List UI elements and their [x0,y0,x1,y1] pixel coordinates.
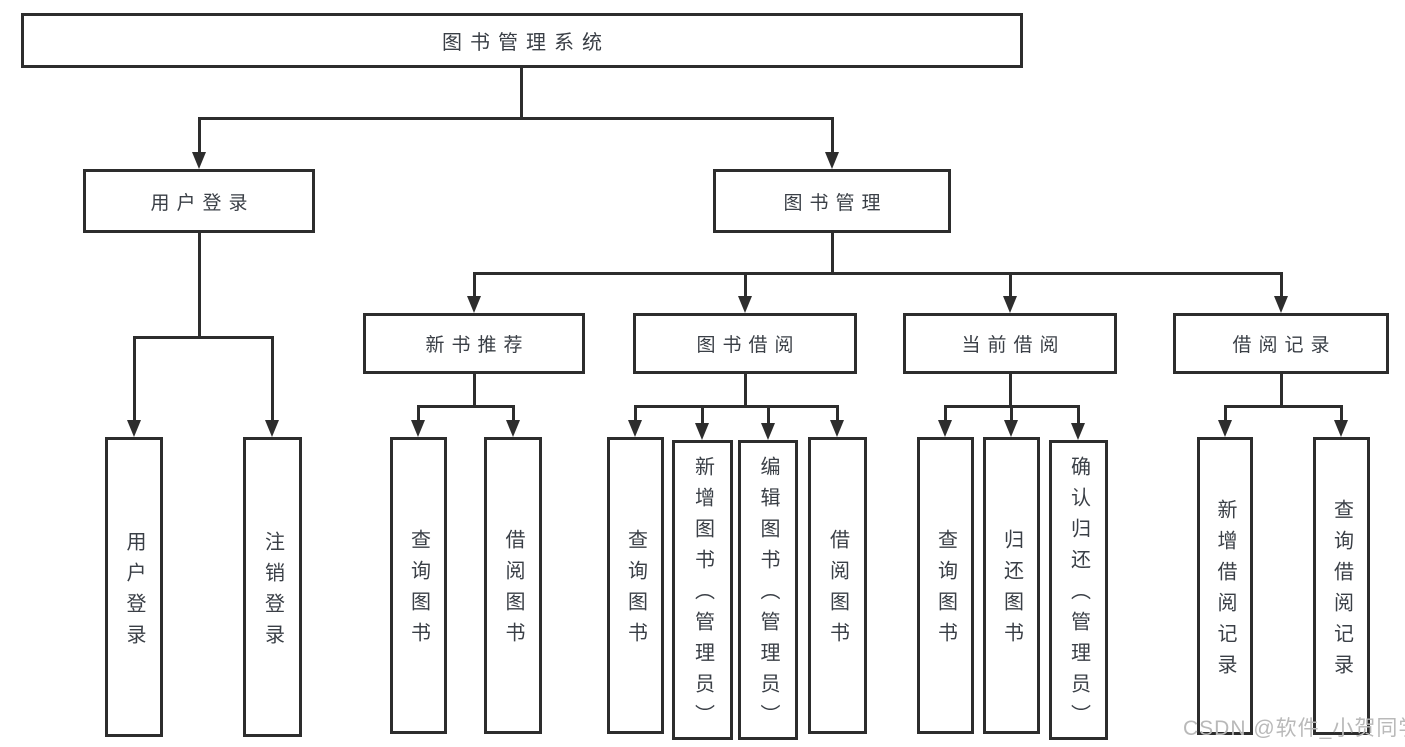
node-leaf-query-books: 查询图书 [607,437,664,734]
node-label: 新书推荐 [425,335,530,356]
arrowhead-down-icon [1274,296,1288,313]
arrowhead-down-icon [1003,296,1017,313]
connector-line-vertical [520,68,523,120]
connector-line-horizontal [473,272,1283,275]
connector-line-vertical [944,405,947,421]
connector-line-horizontal [133,336,274,339]
node-label: 借阅图书 [502,529,524,653]
arrowhead-down-icon [830,420,844,437]
connector-line-vertical [836,405,839,421]
node-label: 图书借阅 [696,335,801,356]
node-label: 确认归还（管理员） [1067,456,1090,735]
arrowhead-down-icon [738,296,752,313]
node-label: 归还图书 [1000,529,1023,653]
connector-line-vertical [831,117,834,153]
node-leaf-query-borrow-record: 查询借阅记录 [1313,437,1370,735]
connector-line-vertical [1280,272,1283,297]
node-book-borrowing: 图书借阅 [633,313,857,374]
connector-line-vertical [198,117,201,153]
node-leaf-query-books: 查询图书 [390,437,447,734]
connector-line-vertical [1009,374,1012,407]
node-label: 查询图书 [934,529,957,653]
node-leaf-add-books-admin: 新增图书（管理员） [672,440,733,740]
connector-line-horizontal [417,405,515,408]
node-leaf-edit-books-admin: 编辑图书（管理员） [738,440,798,740]
connector-line-horizontal [1224,405,1343,408]
node-label: 借阅记录 [1232,335,1337,356]
node-user-login: 用户登录 [83,169,315,233]
node-leaf-return-books: 归还图书 [983,437,1040,734]
arrowhead-down-icon [127,420,141,437]
node-leaf-borrow-books: 借阅图书 [808,437,867,734]
connector-line-vertical [744,272,747,297]
node-leaf-query-books: 查询图书 [917,437,974,734]
connector-line-vertical [198,233,201,338]
arrowhead-down-icon [411,420,425,437]
node-new-book-recommendation: 新书推荐 [363,313,585,374]
node-label: 图书管理 [783,192,888,214]
node-current-borrowing: 当前借阅 [903,313,1117,374]
node-label: 用户登录 [150,192,255,214]
node-label: 图书管理系统 [442,32,610,54]
connector-line-vertical [133,336,136,421]
node-library-management-system: 图书管理系统 [21,13,1023,68]
arrowhead-down-icon [1334,420,1348,437]
node-borrowing-records: 借阅记录 [1173,313,1389,374]
arrowhead-down-icon [506,420,520,437]
node-label: 借阅图书 [826,529,849,653]
connector-line-vertical [1009,272,1012,297]
connector-line-vertical [1010,405,1013,421]
connector-line-horizontal [198,117,834,120]
arrowhead-down-icon [825,152,839,169]
node-leaf-borrow-books: 借阅图书 [484,437,542,734]
arrowhead-down-icon [695,423,709,440]
csdn-watermark: CSDN @软件_小贺同学 [1183,717,1405,740]
arrowhead-down-icon [761,423,775,440]
connector-line-vertical [1340,405,1343,421]
node-label: 查询借阅记录 [1330,498,1353,685]
node-label: 编辑图书（管理员） [757,456,779,735]
node-leaf-add-borrow-record: 新增借阅记录 [1197,437,1253,735]
node-label: 查询图书 [407,529,430,653]
connector-line-vertical [1077,405,1080,424]
connector-line-vertical [473,272,476,297]
arrowhead-down-icon [938,420,952,437]
node-label: 查询图书 [624,529,647,653]
arrowhead-down-icon [192,152,206,169]
connector-line-horizontal [944,405,1080,408]
connector-line-vertical [512,405,515,421]
connector-line-vertical [1280,374,1283,407]
arrowhead-down-icon [1004,420,1018,437]
node-label: 当前借阅 [961,335,1066,356]
connector-line-vertical [767,405,770,424]
arrowhead-down-icon [1071,423,1085,440]
arrowhead-down-icon [265,420,279,437]
connector-line-vertical [634,405,637,421]
node-label: 新增借阅记录 [1214,498,1236,685]
connector-line-vertical [417,405,420,421]
arrowhead-down-icon [628,420,642,437]
node-leaf-confirm-return-admin: 确认归还（管理员） [1049,440,1108,740]
node-book-management: 图书管理 [713,169,951,233]
connector-line-vertical [701,405,704,424]
connector-line-vertical [744,374,747,407]
node-label: 注销登录 [261,530,284,655]
arrowhead-down-icon [467,296,481,313]
node-leaf-logout: 注销登录 [243,437,302,737]
node-label: 用户登录 [123,530,145,655]
connector-line-vertical [1224,405,1227,421]
node-label: 新增图书（管理员） [691,456,714,735]
connector-line-vertical [473,374,476,407]
connector-line-horizontal [634,405,839,408]
arrowhead-down-icon [1218,420,1232,437]
node-leaf-user-login: 用户登录 [105,437,163,737]
connector-line-vertical [831,233,834,274]
connector-line-vertical [271,336,274,421]
